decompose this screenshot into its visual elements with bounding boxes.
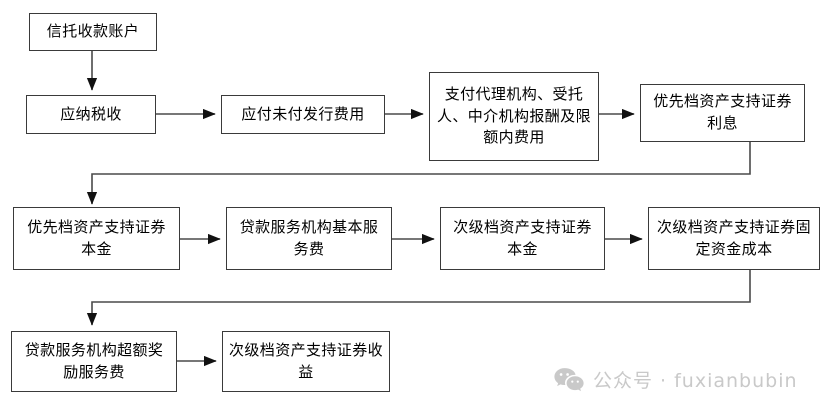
- edge-n5-n6: [86, 142, 751, 205]
- node-label: 次级档资产支持证券固定资金成本: [656, 217, 811, 258]
- node-label: 次级档资产支持证券收益: [229, 340, 384, 381]
- node-senior-abs-principal[interactable]: 优先档资产支持证券本金: [13, 207, 180, 270]
- watermark: 公众号 · fuxianbubin: [554, 366, 798, 393]
- node-agent-trustee-intermediary-fees[interactable]: 支付代理机构、受托人、中介机构报酬及限额内费用: [429, 72, 599, 161]
- node-loan-servicer-excess-incentive-fee[interactable]: 贷款服务机构超额奖励服务费: [11, 331, 177, 392]
- node-subordinate-abs-return[interactable]: 次级档资产支持证券收益: [222, 331, 390, 392]
- wechat-icon: [554, 367, 584, 393]
- node-label: 信托收款账户: [46, 22, 140, 41]
- node-label: 应纳税收: [60, 104, 122, 123]
- node-senior-abs-interest[interactable]: 优先档资产支持证券利息: [640, 84, 805, 142]
- node-label: 支付代理机构、受托人、中介机构报酬及限额内费用: [436, 84, 591, 147]
- node-label: 优先档资产支持证券利息: [653, 92, 792, 132]
- node-trust-collection-account[interactable]: 信托收款账户: [29, 13, 157, 51]
- node-subordinate-abs-principal[interactable]: 次级档资产支持证券本金: [440, 207, 605, 270]
- node-label: 应付未付发行费用: [241, 104, 365, 123]
- edge-n9-n10: [86, 270, 751, 326]
- node-label: 优先档资产支持证券本金: [27, 217, 166, 258]
- watermark-text: 公众号 · fuxianbubin: [593, 370, 798, 392]
- node-loan-servicer-basic-fee[interactable]: 贷款服务机构基本服务费: [226, 207, 392, 270]
- node-label: 贷款服务机构超额奖励服务费: [24, 340, 164, 381]
- node-unpaid-issuance-fees[interactable]: 应付未付发行费用: [221, 95, 385, 134]
- node-label: 次级档资产支持证券本金: [453, 217, 592, 258]
- node-subordinate-abs-fixed-funding-cost[interactable]: 次级档资产支持证券固定资金成本: [648, 207, 820, 270]
- node-taxes-payable[interactable]: 应纳税收: [26, 95, 156, 134]
- node-label: 贷款服务机构基本服务费: [239, 217, 379, 258]
